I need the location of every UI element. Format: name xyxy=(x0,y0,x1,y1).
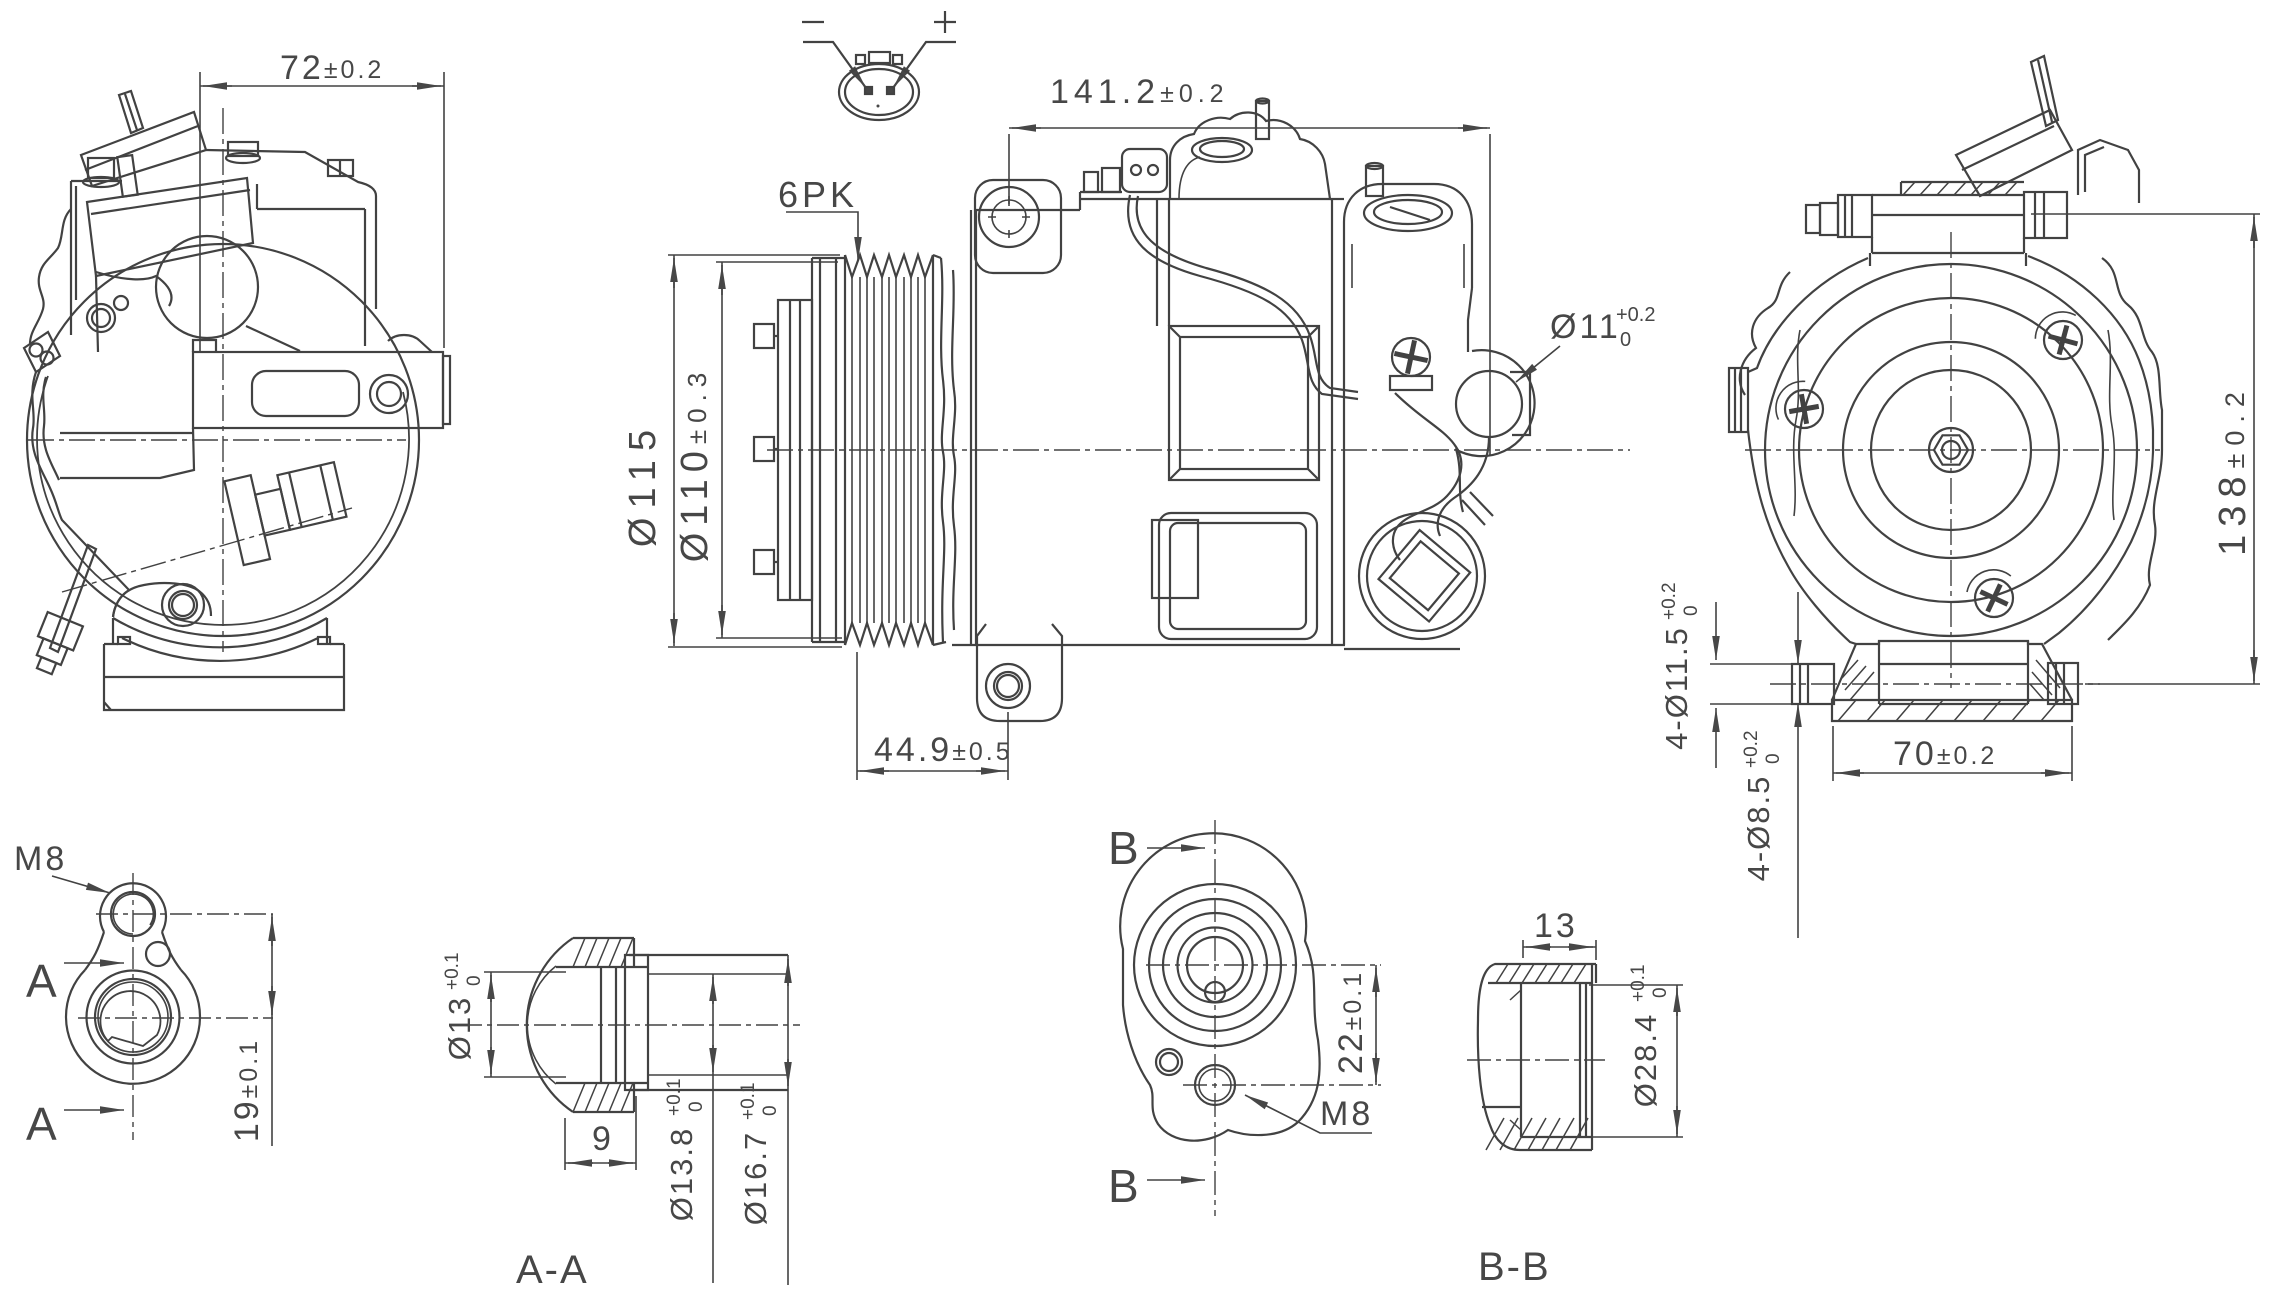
svg-text:+0.1: +0.1 xyxy=(442,952,463,990)
svg-text:Ø13.8: Ø13.8 xyxy=(664,1127,699,1221)
svg-text:M8: M8 xyxy=(1320,1095,1373,1133)
svg-text:Ø28.4: Ø28.4 xyxy=(1628,1013,1663,1107)
svg-text:0: 0 xyxy=(1620,329,1631,351)
svg-text:22±0.1: 22±0.1 xyxy=(1332,970,1370,1074)
svg-text:4-Ø11.5: 4-Ø11.5 xyxy=(1659,626,1694,750)
svg-text:+0.2: +0.2 xyxy=(1741,730,1762,768)
svg-text:141.2±0.2: 141.2±0.2 xyxy=(1050,73,1229,111)
svg-text:Ø115: Ø115 xyxy=(622,421,664,547)
svg-text:4-Ø8.5: 4-Ø8.5 xyxy=(1741,775,1776,882)
svg-text:13: 13 xyxy=(1534,907,1578,945)
svg-text:M8: M8 xyxy=(14,840,67,878)
svg-text:+0.2: +0.2 xyxy=(1659,582,1680,620)
svg-text:Ø16.7: Ø16.7 xyxy=(738,1131,773,1225)
svg-text:+0.2: +0.2 xyxy=(1616,304,1655,326)
svg-text:6PK: 6PK xyxy=(778,174,858,215)
svg-text:0: 0 xyxy=(1763,753,1784,764)
svg-text:A: A xyxy=(26,1098,57,1150)
svg-text:9: 9 xyxy=(592,1120,611,1158)
svg-text:0: 0 xyxy=(1681,605,1702,616)
svg-text:+0.1: +0.1 xyxy=(738,1082,759,1120)
svg-text:0: 0 xyxy=(686,1101,707,1112)
svg-text:0: 0 xyxy=(1650,987,1671,998)
svg-text:+0.1: +0.1 xyxy=(1628,964,1649,1002)
svg-text:138±0.2: 138±0.2 xyxy=(2212,384,2254,556)
svg-text:0: 0 xyxy=(760,1105,781,1116)
svg-text:B-B: B-B xyxy=(1478,1245,1551,1289)
svg-text:Ø11: Ø11 xyxy=(1550,308,1621,346)
svg-text:A-A: A-A xyxy=(516,1248,589,1290)
svg-text:0: 0 xyxy=(464,975,485,986)
svg-text:70±0.2: 70±0.2 xyxy=(1893,735,1997,773)
svg-text:Ø13: Ø13 xyxy=(442,996,477,1061)
svg-text:72±0.2: 72±0.2 xyxy=(280,49,384,87)
svg-text:B: B xyxy=(1108,822,1139,874)
svg-text:B: B xyxy=(1108,1160,1139,1212)
svg-text:Ø110±0.3: Ø110±0.3 xyxy=(674,366,716,563)
svg-text:19±0.1: 19±0.1 xyxy=(228,1038,266,1142)
svg-text:44.9±0.5: 44.9±0.5 xyxy=(874,731,1013,769)
svg-text:A: A xyxy=(26,955,57,1007)
svg-text:+0.1: +0.1 xyxy=(664,1078,685,1116)
